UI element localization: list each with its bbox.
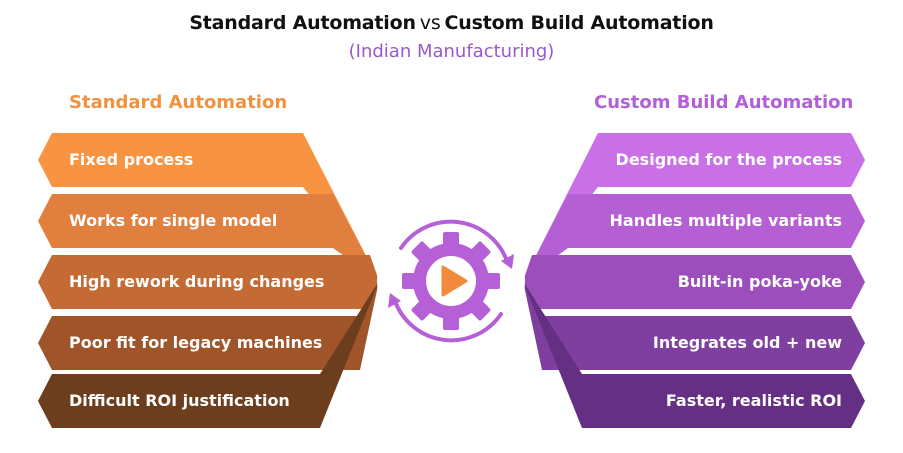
custom-item-poka-yoke: Built-in poka-yoke — [677, 272, 842, 291]
custom-item-faster-roi: Faster, realistic ROI — [665, 391, 842, 410]
standard-item-high-rework: High rework during changes — [69, 272, 325, 291]
standard-item-poor-fit: Poor fit for legacy machines — [69, 333, 323, 352]
rotate-arrow-bottom-icon — [393, 299, 503, 343]
page-subtitle: (Indian Manufacturing) — [348, 41, 555, 62]
rotate-arrow-top-icon — [399, 219, 509, 263]
custom-item-integrates-old-new: Integrates old + new — [652, 333, 842, 352]
title-vs: vs — [419, 12, 441, 34]
standard-item-fixed-process: Fixed process — [69, 150, 194, 169]
standard-automation-shapes — [38, 133, 379, 428]
custom-automation-heading: Custom Build Automation — [594, 92, 854, 113]
custom-item-shape — [523, 281, 865, 370]
title-standard: Standard Automation — [189, 12, 416, 34]
custom-item-designed-for-process: Designed for the process — [615, 150, 842, 169]
custom-automation-shapes — [523, 133, 865, 428]
rotate-arrowhead-bottom-icon — [388, 293, 401, 308]
gear-play-icon — [377, 207, 525, 355]
rotate-arrowhead-top-icon — [501, 254, 514, 269]
standard-item-shape — [38, 281, 379, 428]
standard-automation-heading: Standard Automation — [69, 92, 288, 113]
title-custom: Custom Build Automation — [444, 12, 714, 34]
standard-item-shape — [38, 255, 379, 309]
play-icon — [441, 265, 468, 297]
standard-item-shape — [38, 133, 379, 281]
custom-item-multiple-variants: Handles multiple variants — [609, 211, 842, 230]
custom-item-shape — [523, 255, 865, 309]
standard-item-difficult-roi: Difficult ROI justification — [69, 391, 290, 410]
standard-item-shape — [38, 281, 379, 370]
custom-item-shape — [523, 281, 865, 428]
custom-item-shape — [523, 194, 865, 281]
custom-item-shape — [523, 133, 865, 281]
standard-item-single-model: Works for single model — [69, 211, 278, 230]
standard-item-shape — [38, 194, 379, 281]
